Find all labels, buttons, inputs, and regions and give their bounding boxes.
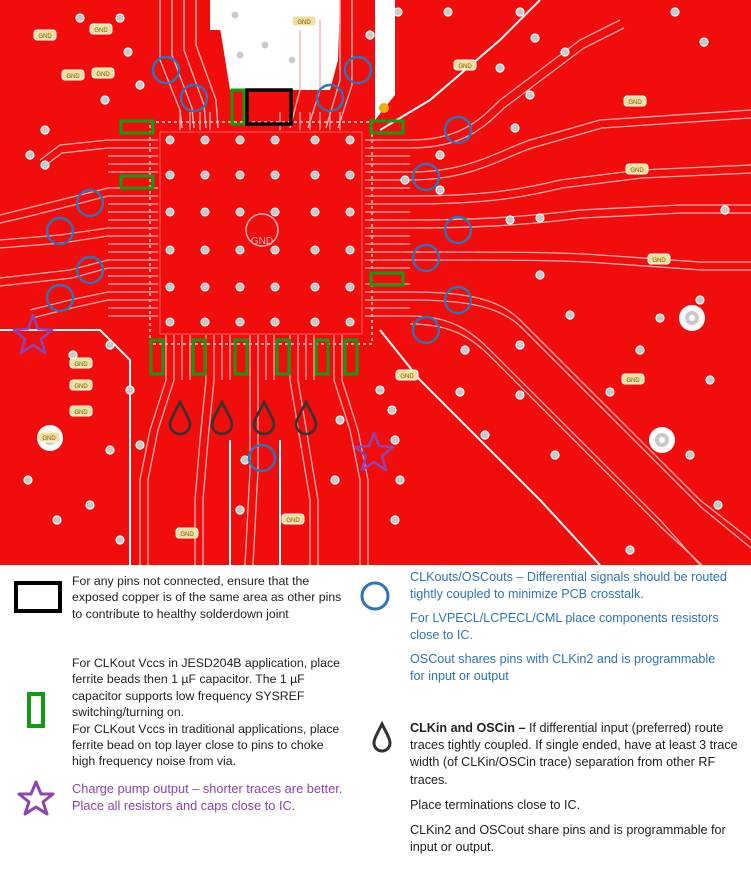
component: GND	[291, 15, 317, 27]
component: GND	[37, 431, 61, 443]
component: GND	[61, 69, 85, 81]
svg-text:GND: GND	[400, 374, 414, 380]
clkin-text-2: Place terminations close to IC.	[410, 797, 581, 812]
svg-text:GND: GND	[94, 28, 108, 34]
component: GND	[69, 405, 93, 417]
component: GND	[89, 23, 113, 35]
component: GND	[453, 59, 477, 71]
component: GND	[33, 29, 57, 41]
clkin-body: If differential input (preferred) route …	[410, 721, 738, 787]
component: GND	[175, 527, 199, 539]
chargepump-text: Charge pump output – shorter traces are …	[72, 781, 343, 813]
ferrite-markers	[119, 88, 405, 376]
clkouts-text-3: OSCout shares pins with CLKin2 and is pr…	[410, 652, 716, 683]
svg-text:GND: GND	[251, 236, 273, 247]
thermal-vias	[165, 135, 355, 327]
component: GND	[625, 163, 649, 175]
svg-text:GND: GND	[458, 64, 472, 70]
component: GND	[69, 379, 93, 391]
component: GND	[621, 373, 645, 385]
clkouts-text-2: For LVPECL/LCPECL/CML place components r…	[410, 611, 719, 642]
svg-text:GND: GND	[626, 378, 640, 384]
svg-text:GND: GND	[286, 518, 300, 524]
left-fanout-traces	[0, 139, 109, 319]
svg-text:GND: GND	[96, 72, 110, 78]
pin1-marker	[379, 103, 389, 113]
black-rectangle-icon	[14, 581, 62, 613]
component: GND	[91, 67, 115, 79]
svg-text:GND: GND	[38, 34, 52, 40]
nc-pins-text: For any pins not connected, ensure that …	[72, 574, 342, 621]
center-gnd-via: GND	[245, 213, 279, 247]
component: GND	[395, 369, 419, 381]
component: GND	[281, 513, 305, 525]
clkin-title: CLKin and OSCin –	[410, 721, 526, 735]
top-pins	[179, 112, 341, 130]
pcb-layout: GND	[0, 0, 751, 565]
component: GND	[623, 95, 647, 107]
svg-text:GND: GND	[652, 258, 666, 264]
ic-outline	[149, 121, 373, 345]
exposed-pad	[159, 131, 363, 335]
clkin-text-3: CLKin2 and OSCout share pins and is prog…	[410, 823, 726, 855]
svg-text:GND: GND	[74, 384, 88, 390]
blue-circle-icon	[360, 581, 390, 611]
ferrite-text-1: For CLKout Vccs in JESD204B application,…	[72, 656, 340, 720]
scattered-vias	[23, 7, 730, 555]
right-fanout-traces	[409, 19, 751, 565]
bottom-fanout-traces	[139, 379, 369, 565]
clkouts-text: CLKouts/OSCouts – Differential signals s…	[410, 569, 732, 693]
left-pins	[108, 139, 158, 317]
smd-components: GND GND GND GND GND GND GND GND GND GND …	[33, 15, 671, 539]
svg-text:GND: GND	[74, 410, 88, 416]
svg-text:GND: GND	[297, 20, 311, 26]
clkin-text: CLKin and OSCin – If differential input …	[410, 720, 740, 864]
svg-text:GND: GND	[630, 168, 644, 174]
ferrite-text: For CLKout Vccs in JESD204B application,…	[72, 655, 344, 770]
teardrop-icon	[372, 721, 392, 753]
clkouts-text-1: CLKouts/OSCouts – Differential signals s…	[410, 570, 727, 601]
component: GND	[647, 253, 671, 265]
chargepump-markers	[12, 313, 395, 472]
svg-text:GND: GND	[74, 362, 88, 368]
svg-text:GND: GND	[628, 100, 642, 106]
green-rectangle-icon	[27, 692, 45, 728]
ic-pins	[108, 112, 410, 380]
svg-text:GND: GND	[180, 532, 194, 538]
component: GND	[69, 357, 93, 369]
clkin-text-1: CLKin and OSCin – If differential input …	[410, 720, 740, 789]
clkin-markers	[168, 399, 318, 436]
purple-star-icon	[17, 780, 55, 816]
svg-text:GND: GND	[42, 436, 56, 442]
svg-text:GND: GND	[66, 74, 80, 80]
ferrite-text-2: For CLKout Vccs in traditional applicati…	[72, 721, 340, 769]
nc-pin-marker	[245, 88, 293, 126]
legend: For any pins not connected, ensure that …	[0, 565, 751, 869]
diff-pair-markers	[45, 55, 473, 473]
